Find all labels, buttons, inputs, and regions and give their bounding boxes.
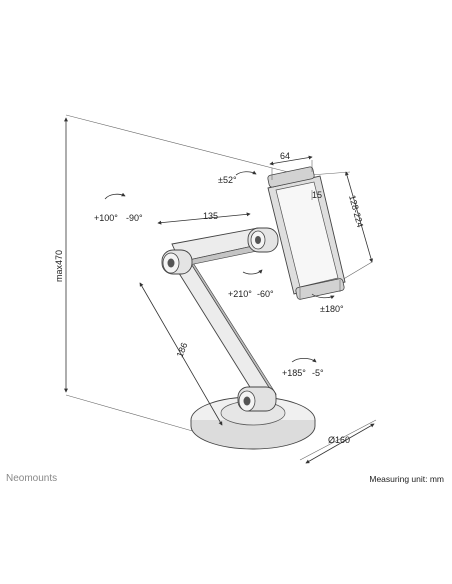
head-joint — [247, 227, 279, 253]
lower-arm — [171, 253, 277, 401]
tablet-holder — [267, 160, 346, 300]
dim-height-range: 128-224 — [347, 194, 365, 228]
dim-arm-upper: 135 — [203, 211, 218, 221]
dim-max-height: max470 — [54, 250, 64, 282]
dim-base-diameter: Ø160 — [328, 435, 350, 445]
dimension-lines — [64, 117, 375, 464]
dim-width-top: 64 — [280, 151, 290, 161]
rot-elbow-upper-left: +100° — [94, 213, 118, 223]
rotation-arrows — [104, 170, 335, 363]
rot-elbow-mid-left: +210° — [228, 289, 252, 299]
dim-depth: 15 — [312, 190, 322, 200]
brand-logo-text: Neomounts — [6, 473, 58, 484]
elbow-joint — [161, 249, 193, 275]
measuring-unit-label: Measuring unit: mm — [369, 474, 444, 484]
rot-base-left: +185° — [282, 368, 306, 378]
rot-head-rotate: ±180° — [320, 304, 344, 314]
rot-elbow-upper-right: -90° — [126, 213, 143, 223]
base-joint — [237, 386, 277, 412]
rot-base-right: -5° — [312, 368, 324, 378]
rot-elbow-mid-right: -60° — [257, 289, 274, 299]
rot-head-tilt: ±52° — [218, 175, 237, 185]
dim-arm-lower: 186 — [175, 341, 190, 359]
